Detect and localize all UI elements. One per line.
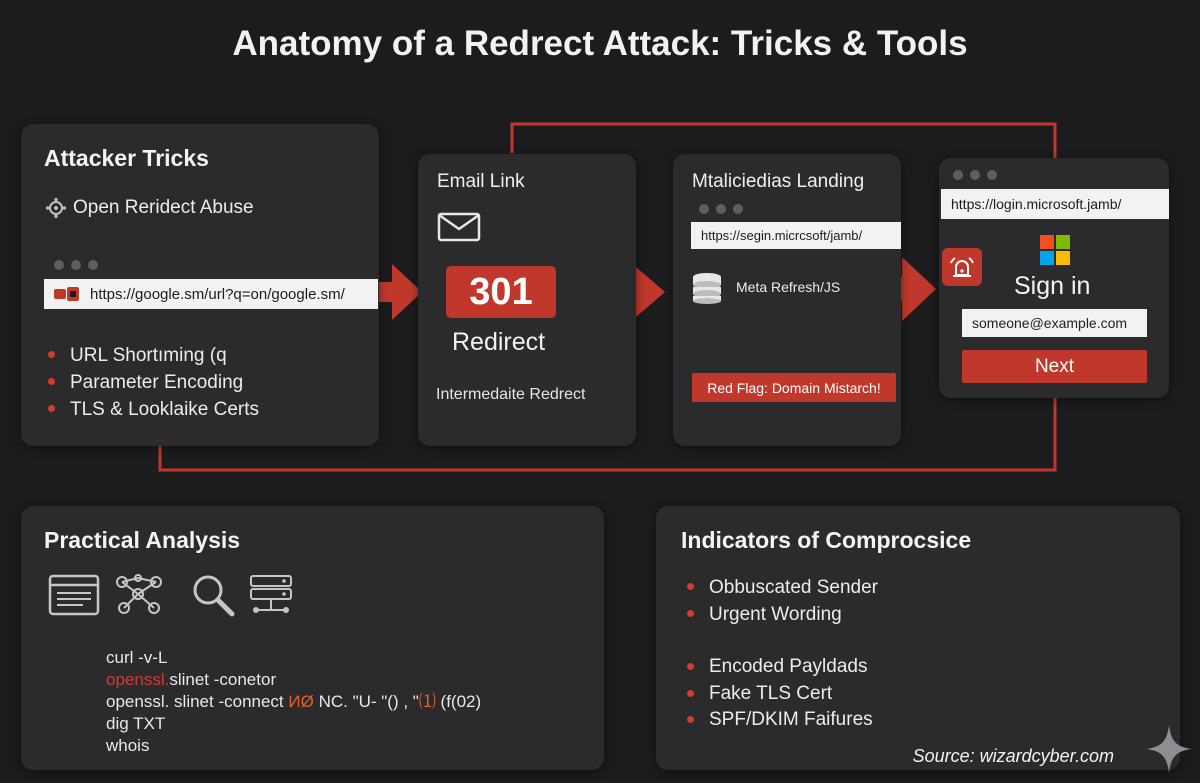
command-curl: curl -v-L [106,648,168,667]
microsoft-logo-icon [1040,235,1070,265]
intermediate-redirect-caption: Intermedaite Redrect [436,386,586,403]
practical-analysis-heading: Practical Analysis [44,527,241,553]
command-openssl-2-e: (f(02) [435,692,482,711]
top-loop-line [510,122,1057,158]
list-item: Urgent Wording [683,601,878,628]
list-item: Encoded Payldads [683,654,873,681]
signin-url-text: https://login.microsoft.jamb/ [951,196,1122,212]
indicators-card [656,506,1180,770]
red-flag-banner: Red Flag: Domain Mistarch! [692,373,896,402]
indicators-heading: Indicators of Comprocsice [681,527,972,553]
redirect-label: Redirect [452,328,546,356]
arrow-attacker-to-email [376,264,422,320]
signin-heading: Sign in [1014,272,1091,300]
list-item: URL Shortıming (q [44,342,259,369]
magnifier-icon [193,575,235,617]
command-openssl-1: openssl.slinet -conetor [106,669,481,691]
indicators-list-2: Encoded Payldads Fake TLS Cert SPF/DKIM … [683,654,873,734]
attacker-url-bar: https://google.sm/url?q=οn/google.sm/ [44,279,378,309]
landing-url-text: https://segin.micrcsoft/jamb/ [701,228,863,243]
network-graph-icon [116,574,162,614]
command-openssl-2: openssl. slinet -connect ИØ NC. "U- "() … [106,691,481,713]
command-openssl-2-b: ИØ [288,692,314,711]
source-credit: Source: wizardcyber.com [912,746,1114,766]
command-whois: whois [106,736,150,755]
page-title: Anatomy of a Redrect Attack: Tricks & To… [232,24,968,63]
list-item: Fake TLS Cert [683,681,873,708]
landing-url-bar: https://segin.micrcsoft/jamb/ [691,222,901,249]
window-dots [54,260,98,270]
open-redirect-label: Open Reridect Abuse [73,197,254,218]
database-icon [693,273,721,304]
redirect-code-badge: 301 [446,266,556,318]
window-dots [699,204,743,214]
open-redirect-row: Open Reridect Abuse [45,197,254,219]
alarm-badge [942,248,982,286]
attacker-url-text: https://google.sm/url?q=οn/google.sm/ [90,285,345,303]
bottom-loop-line [158,398,1057,472]
alarm-icon [950,257,974,277]
list-item: TLS & Looklaike Certs [44,396,259,423]
command-openssl-2-c: NC. "U- "() , " [313,692,419,711]
attacker-tricks-heading: Attacker Tricks [44,145,209,171]
attacker-tricks-list: URL Shortıming (q Parameter Encoding TLS… [44,342,259,423]
browser-window-icon [48,574,100,616]
envelope-icon [437,212,481,242]
indicators-list-1: Obbuscated Sender Urgent Wording [683,574,878,628]
list-item: SPF/DKIM Faifures [683,707,873,734]
link-badge-icon [54,287,79,301]
list-item: Obbuscated Sender [683,574,878,601]
sparkle-icon [1146,725,1192,773]
command-block: curl -v-L openssl.slinet -conetor openss… [106,647,481,757]
practical-analysis-card [21,506,604,770]
landing-heading: Mtaliciedias Landing [692,171,865,192]
server-rack-icon [250,575,292,613]
gear-icon [46,198,66,218]
window-dots [953,170,997,180]
next-button[interactable]: Next [962,350,1147,383]
list-item: Parameter Encoding [44,369,259,396]
meta-refresh-label: Meta Refresh/JS [736,279,841,295]
signin-url-bar: https://login.microsoft.jamb/ [941,189,1169,219]
command-openssl-prefix: openssl. [106,670,170,689]
command-dig: dig TXT [106,714,166,733]
email-field[interactable]: someone@example.com [962,309,1147,337]
command-openssl-2-d: ⑴ [418,692,436,711]
command-openssl-rest: slinet -conetor [169,670,277,689]
command-openssl-2-a: openssl. slinet -connect [106,692,289,711]
email-link-heading: Email Link [437,171,525,192]
